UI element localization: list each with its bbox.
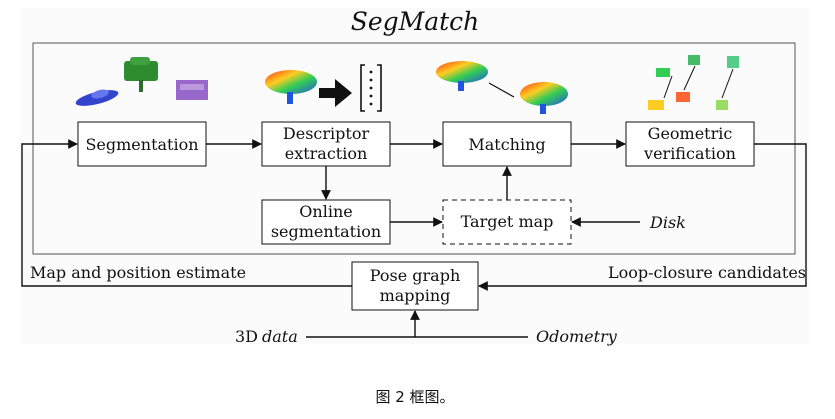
segmatch-frame — [32, 42, 796, 255]
descriptor-vector-icon — [360, 64, 382, 112]
online-label-line2: segmentation — [271, 222, 381, 241]
arrow-map-position — [21, 139, 352, 287]
matching-box — [442, 121, 572, 167]
diagram-title: SegMatch — [351, 7, 480, 36]
pose-label-line1: Pose graph — [370, 266, 461, 285]
geometric-label-line1: Geometric — [648, 124, 733, 143]
odometry-label: Odometry — [536, 327, 618, 346]
disk-label: Disk — [649, 213, 686, 232]
match-pair-pointcloud-icon — [436, 61, 568, 114]
tree-pointcloud-icon — [124, 57, 158, 92]
pose-label-line2: mapping — [380, 286, 451, 305]
online-label-line1: Online — [299, 202, 352, 221]
data-3d-prefix: 3D — [235, 327, 258, 346]
car-pointcloud-icon — [75, 89, 119, 106]
matching-label: Matching — [468, 135, 545, 154]
segment-pointcloud-icon — [265, 70, 317, 104]
figure-caption: 图 2 框图。 — [375, 388, 454, 406]
arrow-loop-closure — [478, 143, 807, 291]
target-map-label: Target map — [461, 212, 554, 231]
map-position-label: Map and position estimate — [30, 263, 246, 282]
target-map-box — [442, 199, 572, 245]
segmentation-box — [77, 121, 207, 167]
descriptor-label-line2: extraction — [285, 144, 368, 163]
truck-pointcloud-icon — [176, 80, 208, 100]
geometric-label-line2: verification — [643, 144, 736, 163]
descriptor-label-line1: Descriptor — [283, 124, 370, 143]
geometric-verification-box — [625, 121, 755, 167]
geometric-pointcloud-icon — [648, 55, 739, 110]
loop-closure-label: Loop-closure candidates — [608, 263, 806, 282]
segmentation-label: Segmentation — [85, 135, 198, 154]
online-segmentation-box — [261, 199, 391, 245]
extraction-arrow-icon — [319, 79, 352, 107]
data-3d-suffix: data — [262, 327, 298, 346]
